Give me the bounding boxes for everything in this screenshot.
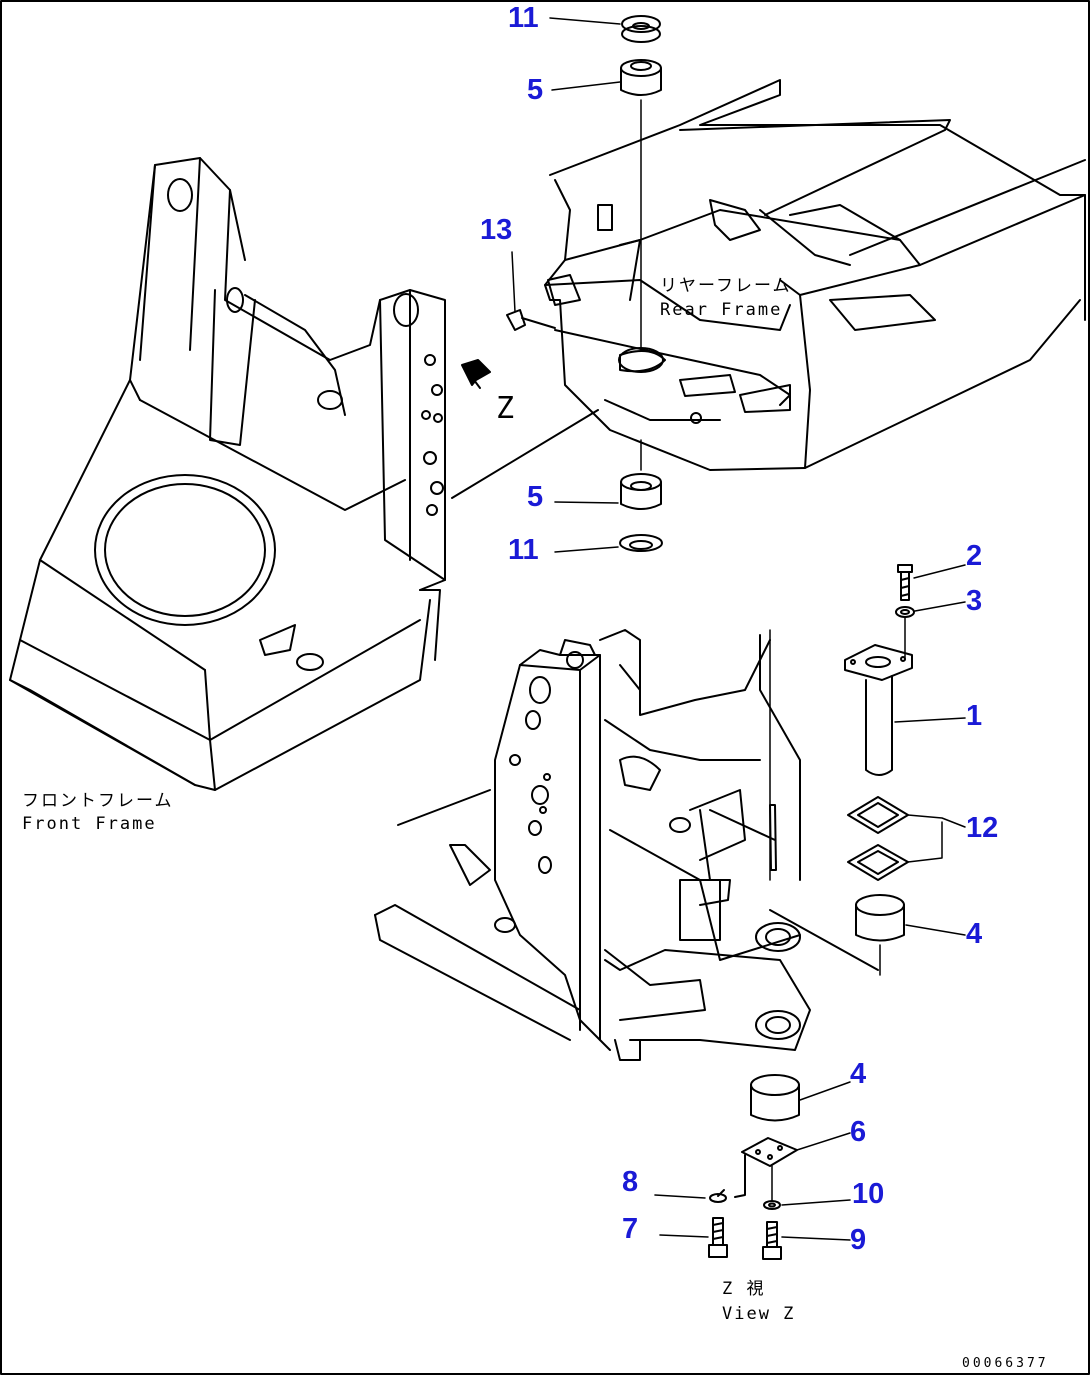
callout-13: 13: [480, 214, 513, 246]
callout-8: 8: [622, 1166, 639, 1198]
part-9-bolt: [762, 1221, 782, 1260]
part-4-upper: [855, 894, 905, 942]
plate-6-flange: [734, 1154, 746, 1198]
front-frame: [9, 157, 446, 791]
callout-2: 2: [966, 540, 983, 572]
callout-10: 10: [852, 1178, 885, 1210]
callout-9: 9: [850, 1224, 867, 1256]
part-13: [506, 309, 556, 331]
view-z-label-jp: Z 視: [722, 1279, 766, 1299]
callout-11-top: 11: [508, 2, 539, 34]
view-z-label-en: View Z: [722, 1304, 796, 1324]
front-frame-label-en: Front Frame: [22, 814, 157, 834]
z-marker-label: Z: [496, 391, 517, 426]
callout-12: 12: [966, 812, 999, 844]
part-4-lower: [750, 1074, 800, 1122]
part-5-bottom: [620, 473, 662, 510]
callout-4-lower: 4: [850, 1058, 867, 1090]
rear-frame-label-en: Rear Frame: [660, 300, 783, 320]
callout-7: 7: [622, 1213, 639, 1245]
rear-frame-top: [544, 79, 1086, 471]
part-3-washer: [895, 606, 915, 618]
rear-frame-label-jp: リヤーフレーム: [660, 276, 792, 296]
part-1-pin: [844, 644, 913, 776]
part-10-washer: [763, 1200, 781, 1210]
callout-4-upper: 4: [966, 918, 983, 950]
view-z-arrow: [461, 359, 491, 389]
part-2-bolt: [897, 564, 913, 601]
rear-frame-lower: [374, 629, 879, 1061]
part-12-shims: [847, 796, 909, 881]
part-7-bolt: [708, 1217, 728, 1258]
leader-lines: [511, 17, 966, 1241]
drawing-code: 00066377: [962, 1356, 1049, 1371]
callout-5-top: 5: [527, 74, 544, 106]
part-5-top: [620, 59, 662, 96]
part-11-bottom: [619, 534, 663, 552]
part-11-top: [621, 15, 661, 43]
callout-1: 1: [966, 700, 983, 732]
front-frame-label-jp: フロントフレーム: [22, 791, 174, 811]
callout-3: 3: [966, 585, 983, 617]
callout-11-bottom: 11: [508, 534, 539, 566]
part-6-plate: [741, 1137, 798, 1167]
callout-5-bottom: 5: [527, 481, 544, 513]
callout-6: 6: [850, 1116, 867, 1148]
leader-line-front-to-rear: [451, 409, 599, 499]
part-8-washer: [709, 1189, 727, 1203]
rear-frame-bore: [618, 347, 664, 373]
